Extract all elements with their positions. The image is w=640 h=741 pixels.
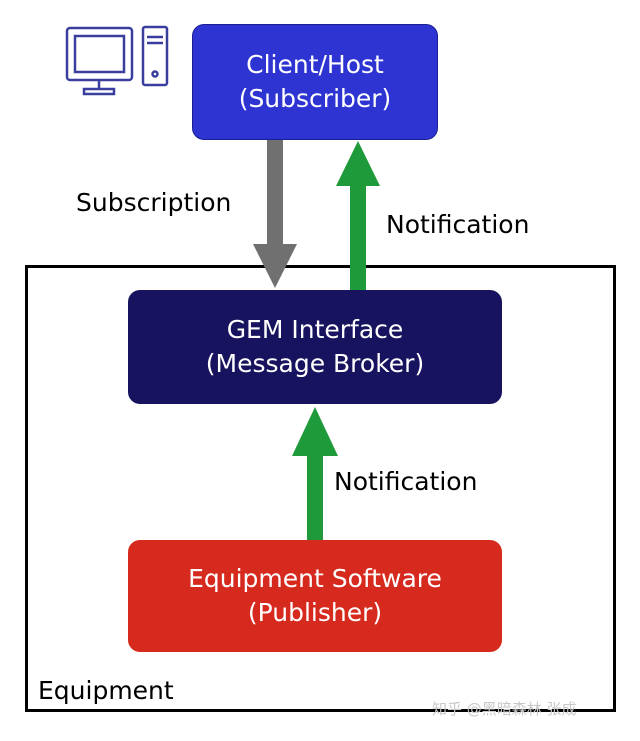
equipment-software-title: Equipment Software xyxy=(188,564,442,593)
subscription-label: Subscription xyxy=(76,188,232,217)
client-host-role: (Subscriber) xyxy=(238,84,392,113)
equipment-frame xyxy=(25,265,616,712)
gem-interface-node: GEM Interface (Message Broker) xyxy=(128,290,502,404)
watermark: 知乎 @黑暗森林 张成 xyxy=(432,700,577,718)
equipment-software-node: Equipment Software (Publisher) xyxy=(128,540,502,652)
client-host-node: Client/Host (Subscriber) xyxy=(192,24,438,140)
notification-arrow-mid xyxy=(292,407,338,542)
notification-label-mid: Notification xyxy=(334,467,478,496)
gem-interface-role: (Message Broker) xyxy=(205,349,425,378)
client-host-title: Client/Host xyxy=(246,50,384,79)
notification-arrow-top xyxy=(336,141,380,292)
subscription-arrow xyxy=(253,140,297,288)
gem-interface-title: GEM Interface xyxy=(226,315,404,344)
notification-label-top: Notification xyxy=(386,210,530,239)
equipment-software-role: (Publisher) xyxy=(247,598,383,627)
equipment-container-label: Equipment xyxy=(38,676,174,705)
computer-icon xyxy=(65,25,169,96)
